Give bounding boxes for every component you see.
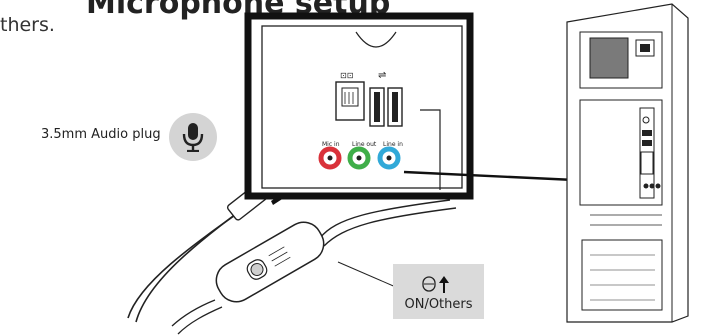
- switch-state-label: ON/Others: [404, 297, 473, 312]
- port-label-line-out: Line out: [352, 141, 377, 148]
- fan-grille: [589, 37, 629, 79]
- port-label-line-in: Line in: [383, 141, 403, 148]
- line-out-port: [347, 146, 371, 170]
- svg-text:⊡⊡: ⊡⊡: [340, 71, 353, 80]
- inline-controller: [171, 199, 457, 335]
- mic-in-port: [318, 146, 342, 170]
- arrow-up-icon: [439, 276, 449, 293]
- toggle-switch-icon: [422, 276, 436, 292]
- port-label-mic: Mic in: [322, 141, 340, 148]
- intro-text-fragment: thers.: [0, 14, 55, 36]
- rear-panel-closeup: ⊡⊡ ⇌ Mic in Line out Line in: [244, 12, 474, 200]
- mute-switch: [250, 263, 264, 276]
- microphone-icon-badge: [169, 113, 217, 161]
- line-in-port: [377, 146, 401, 170]
- svg-text:⇌: ⇌: [378, 70, 386, 81]
- plug-label: 3.5mm Audio plug: [41, 127, 161, 142]
- switch-state-callout: ON/Others: [393, 264, 484, 319]
- microphone-icon: [182, 123, 204, 152]
- pc-tower: [566, 3, 689, 323]
